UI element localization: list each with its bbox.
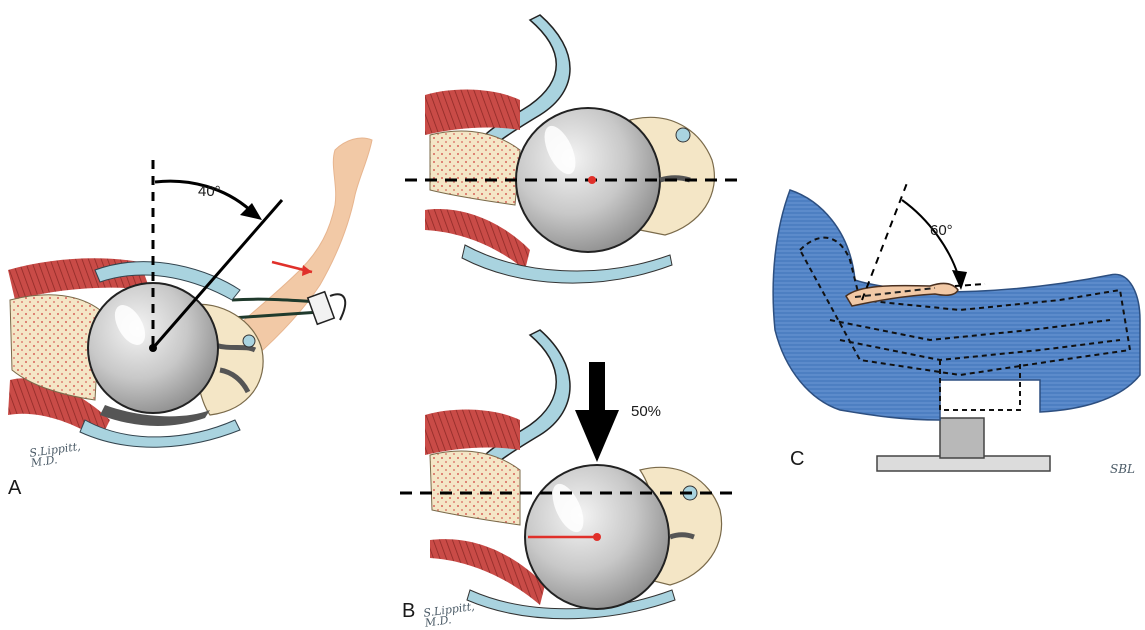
load-percent-label: 50% [631,403,661,420]
panel-b-bottom-illustration [400,330,735,619]
center-point-bottom [593,533,601,541]
muscle-top-upper [425,90,520,135]
center-point-top [588,176,596,184]
angle-label-60: 60° [930,222,953,239]
angle-line-60 [862,183,907,300]
load-arrow [575,362,619,462]
scapula-bone-top [430,131,520,205]
panel-a-illustration [8,138,372,447]
panel-b-top-illustration [405,15,740,283]
panel-label-b: B [402,600,415,623]
panel-label-a: A [8,477,21,500]
muscle-bottom-upper [425,410,520,455]
angle-label-40: 40° [198,183,221,200]
panel-c-illustration [773,183,1140,471]
panel-label-c: C [790,448,804,471]
scapula-bone-bottom [430,451,520,525]
table-column [940,418,984,458]
surgical-drape [773,190,1140,420]
signature-c: SBL [1110,464,1135,474]
